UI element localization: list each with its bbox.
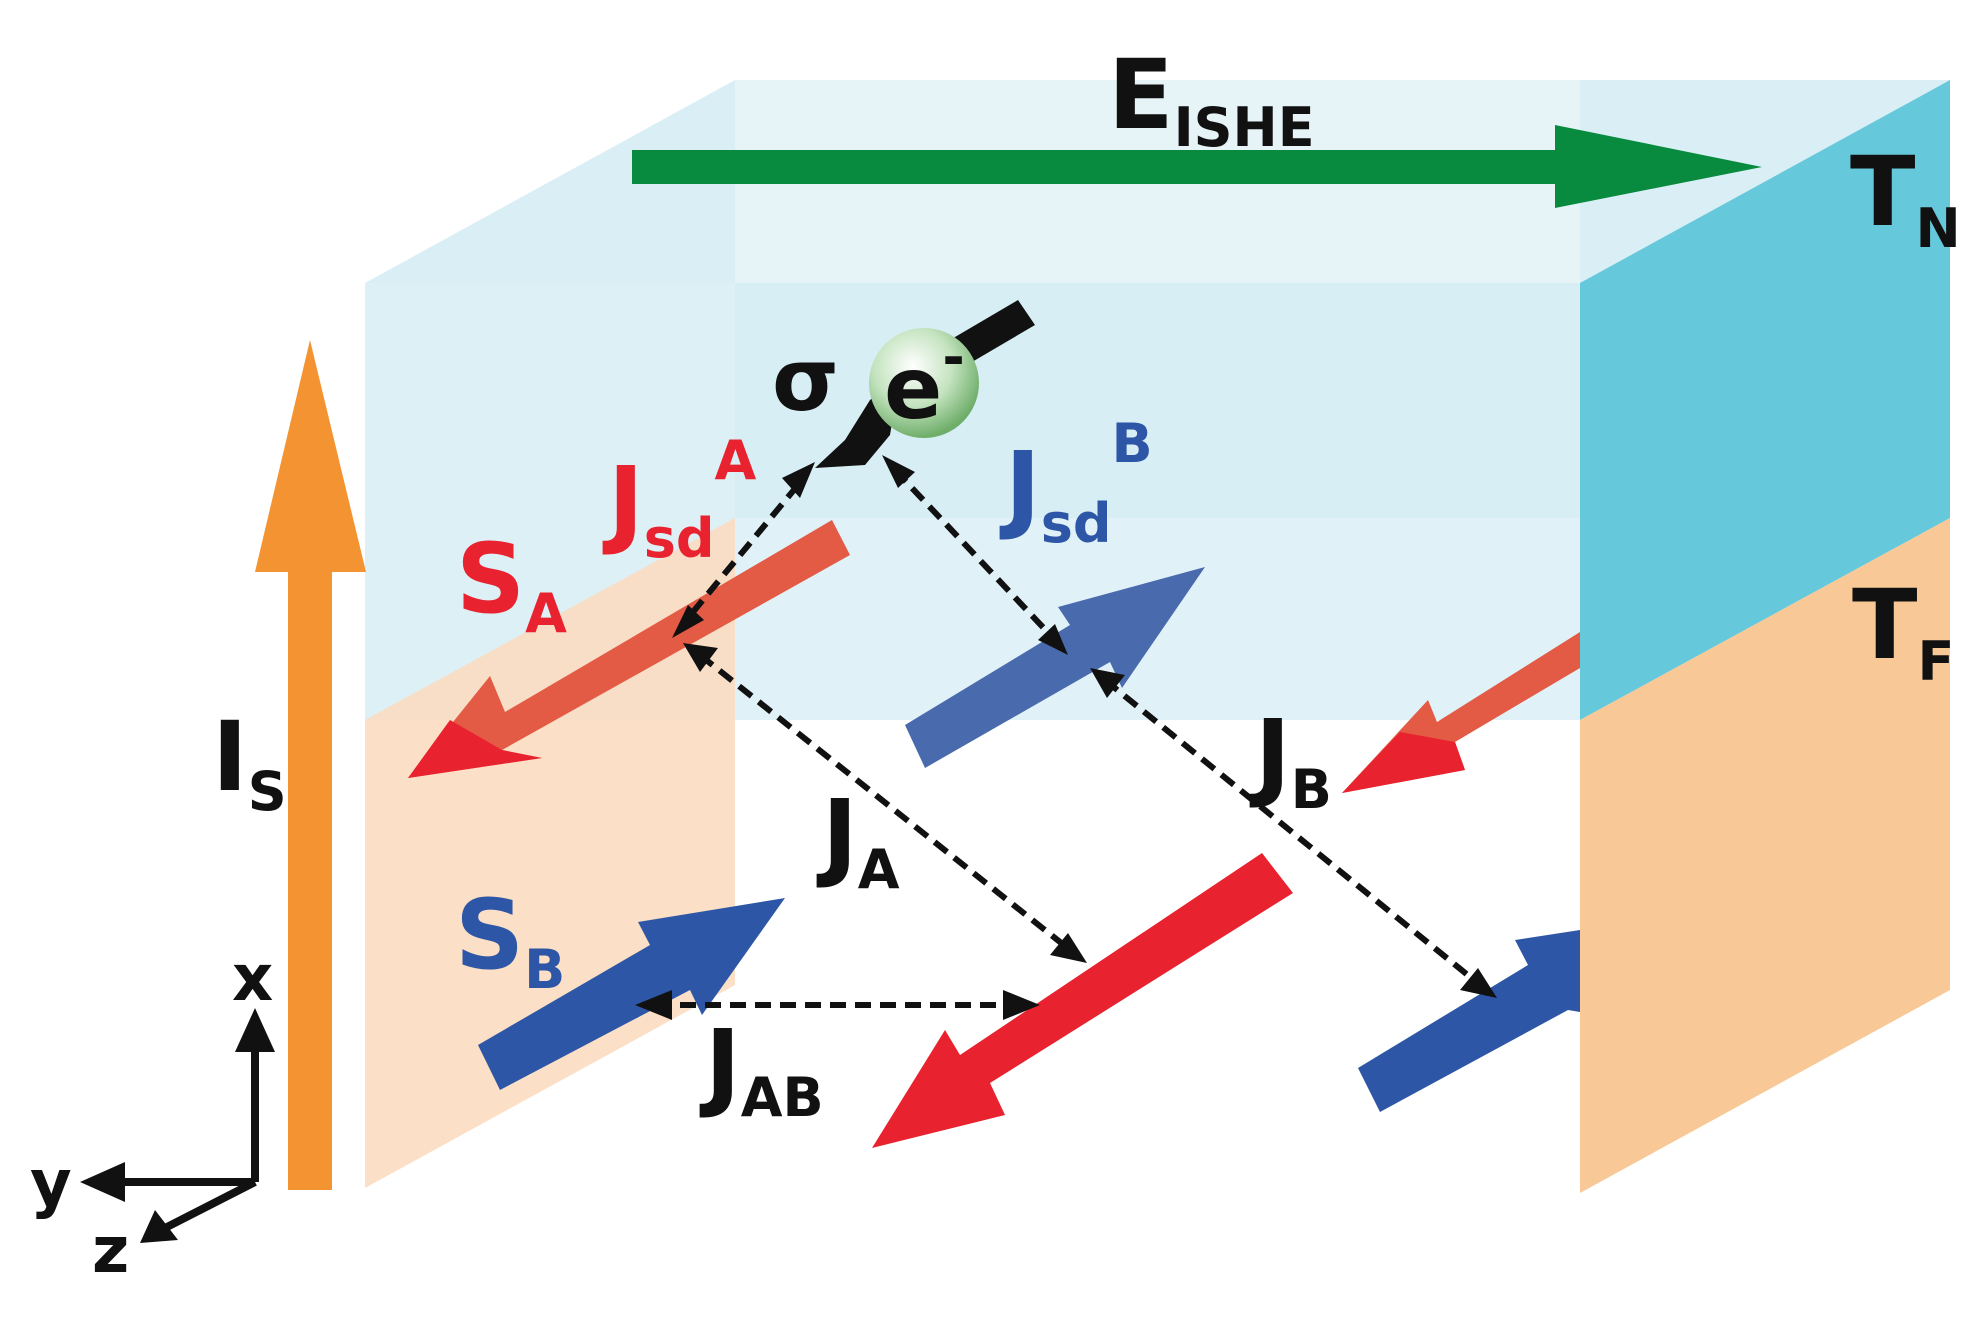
label-j-b: JB [1249,699,1332,821]
ferro-layer-front-face [365,518,735,1188]
sublattice-b-arrow-top [905,567,1205,768]
normal-layer-side-face [1580,80,1950,720]
sample-box [365,80,1950,1193]
label-j-sd-a-sub: sd [644,507,715,570]
axis-label-z: z [92,1214,129,1288]
label-j-ab: JAB [699,1009,824,1129]
label-i-s-sub: S [248,760,287,823]
label-t-n-main: T [1850,136,1915,248]
label-j-sd-b-sub: sd [1041,492,1112,555]
coordinate-axes [80,1008,275,1243]
label-t-f: TF [1852,569,1954,693]
label-s-a: SA [456,523,567,645]
label-j-sd-b: JsdB [999,412,1153,555]
label-j-sd-b-sup: B [1112,412,1153,475]
label-t-f-sub: F [1917,630,1954,693]
label-sigma: σ [772,331,839,431]
label-electron-main: e [884,339,942,439]
label-i-s-main: I [212,701,248,813]
ferro-layer-side-face [1580,518,1950,1193]
label-j-b-sub: B [1291,758,1332,821]
label-j-sd-b-main: J [999,431,1041,543]
sublattice-a-arrow-bottom [872,853,1293,1148]
label-i-s: IS [212,701,287,823]
coupling-jsd-b [892,467,1058,643]
electron-sphere [869,328,979,438]
sublattice-b-arrow-right [1358,930,1580,1112]
label-j-a-sub: A [858,838,900,901]
label-s-b-sub: B [524,938,565,1001]
label-s-b-main: S [455,879,524,991]
label-e-ishe: EISHE [1108,39,1315,159]
sublattice-b-arrow-left [478,898,785,1090]
coupling-jsd-a [685,483,801,620]
axis-label-x: x [232,942,273,1016]
label-j-sd-a-sup: A [715,429,757,492]
label-t-f-main: T [1852,569,1917,681]
label-j-ab-main: J [699,1009,741,1121]
label-j-b-main: J [1249,699,1291,811]
label-e-ishe-sub: ISHE [1174,96,1315,159]
label-j-ab-sub: AB [741,1066,824,1129]
electric-field-arrow [632,125,1762,208]
axis-label-y: y [30,1147,72,1221]
label-s-a-sub: A [525,582,567,645]
sublattice-a-arrow-right [1342,632,1580,793]
spin-current-arrow [255,340,366,1190]
label-j-a: JA [816,779,900,901]
label-j-a-main: J [816,779,858,891]
label-s-b: SB [455,879,565,1001]
label-j-sd-a-main: J [602,446,644,558]
label-electron-sup: - [942,326,964,389]
label-electron: e- [884,326,965,439]
label-j-sd-a: JsdA [602,429,757,570]
label-s-a-main: S [456,523,525,635]
coupling-ja [698,652,1072,953]
sublattice-a-arrow-top [408,520,850,778]
label-e-ishe-main: E [1108,39,1174,151]
coupling-lines [655,467,1482,1008]
coupling-arrowheads [635,455,1497,1020]
coupling-jb [1103,677,1482,988]
label-t-n-sub: N [1915,197,1960,260]
label-t-n: TN [1850,136,1961,260]
